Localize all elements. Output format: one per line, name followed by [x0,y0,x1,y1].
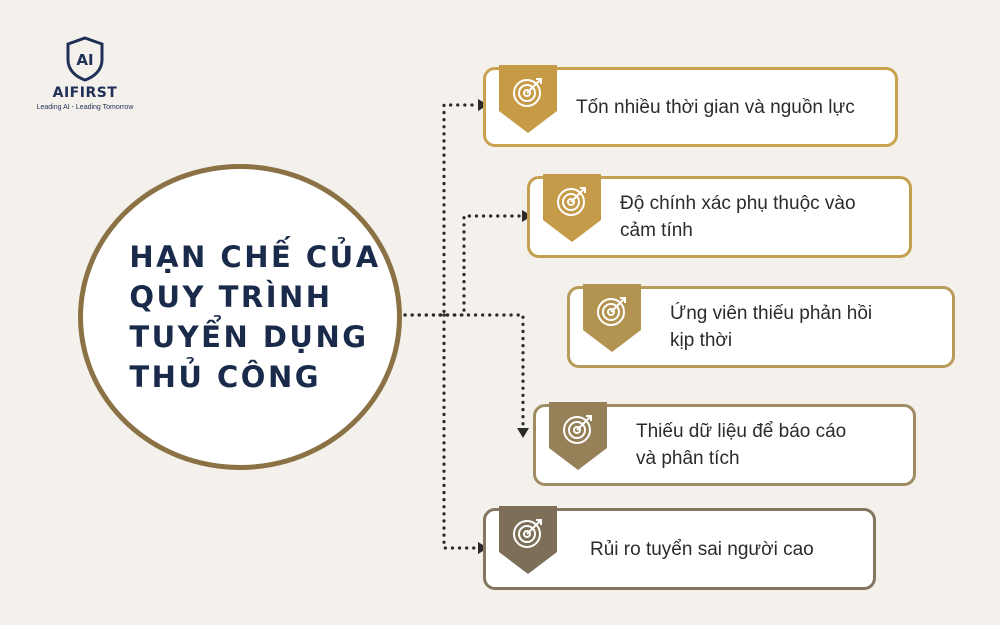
brand-logo: AI AIFIRST Leading AI - Leading Tomorrow [30,36,140,111]
target-icon [543,174,601,242]
logo-mark: AI [76,51,93,69]
issue-card-text: Rủi ro tuyển sai người cao [590,538,814,560]
target-icon [499,506,557,574]
target-icon [549,402,607,470]
issue-card-2: Độ chính xác phụ thuộc vào cảm tính [527,174,912,258]
central-title: HẠN CHẾ CỦA QUY TRÌNH TUYỂN DỤNG THỦ CÔN… [129,240,381,394]
target-icon [499,65,557,133]
issue-card-4: Thiếu dữ liệu để báo cáo và phân tích [533,402,916,486]
brand-tagline: Leading AI - Leading Tomorrow [36,104,134,111]
brand-name: AIFIRST [52,85,118,101]
issue-card-1: Tốn nhiều thời gian và nguồn lực [483,65,898,147]
issue-card-text: Tốn nhiều thời gian và nguồn lực [576,96,855,118]
issue-card-5: Rủi ro tuyển sai người cao [483,506,876,590]
central-title-circle: HẠN CHẾ CỦA QUY TRÌNH TUYỂN DỤNG THỦ CÔN… [78,164,402,470]
issue-card-text: Độ chính xác phụ thuộc vào cảm tính [620,193,856,241]
issue-card-3: Ứng viên thiếu phản hồi kịp thời [567,284,955,368]
issue-card-text: Thiếu dữ liệu để báo cáo và phân tích [636,421,847,469]
target-icon [583,284,641,352]
shield-logo-icon: AI [66,36,104,82]
arrowhead [517,428,529,438]
issue-card-text: Ứng viên thiếu phản hồi kịp thời [670,303,873,351]
